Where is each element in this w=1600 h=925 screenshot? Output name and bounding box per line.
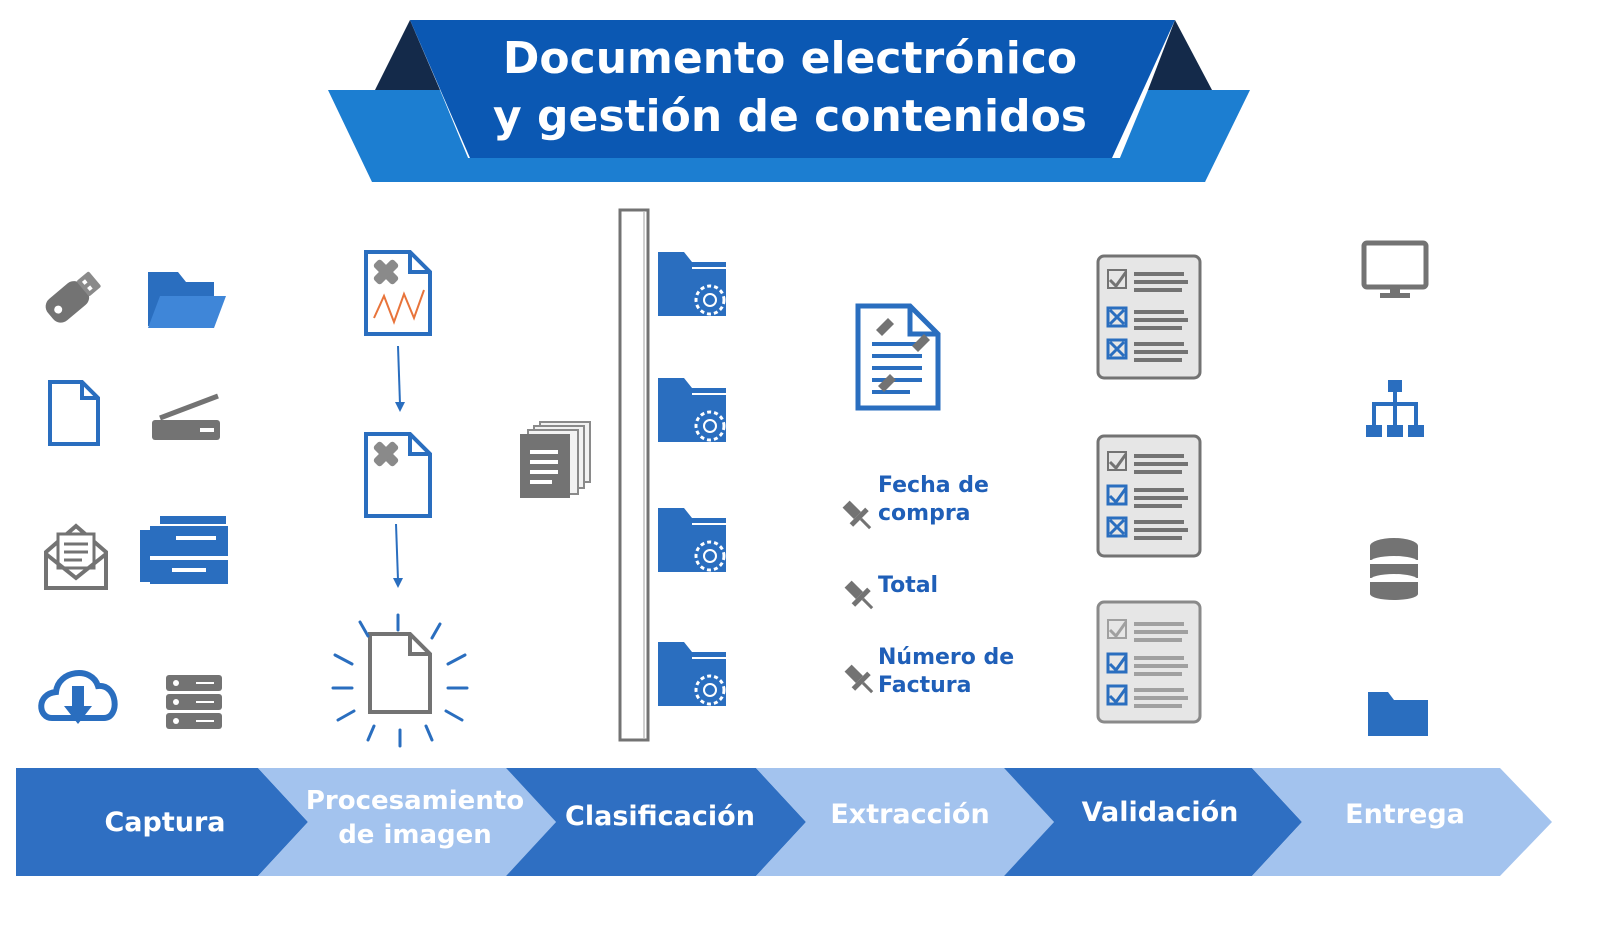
server-icon	[166, 675, 222, 729]
folder-gear-icon	[658, 642, 726, 706]
stage-clasificacion	[506, 768, 806, 876]
pushpin-icon	[842, 500, 872, 530]
stage-label-clasificacion: Clasificación	[565, 801, 755, 832]
checklist-icon	[1096, 600, 1202, 724]
stage-entrega	[1252, 768, 1552, 876]
stage-extraccion	[756, 768, 1054, 876]
database-icon	[1370, 538, 1418, 600]
process-bar	[16, 768, 1552, 876]
stage-procesamiento	[258, 768, 556, 876]
folder-gear-icon	[658, 508, 726, 572]
stage-label-procesamiento: Procesamiento de imagen	[305, 786, 525, 850]
document-stack-icon	[520, 421, 591, 498]
folder-gear-icon	[658, 252, 726, 316]
copier-icon	[140, 516, 228, 584]
pushpin-icon	[844, 664, 874, 694]
stage-validacion	[1004, 768, 1302, 876]
stage-label-extraccion: Extracción	[830, 799, 990, 830]
hierarchy-icon	[1366, 380, 1424, 437]
folder-gear-icon	[658, 378, 726, 442]
down-arrow-icon	[395, 345, 405, 412]
title-banner	[328, 20, 1250, 182]
stage-label-captura: Captura	[104, 807, 226, 838]
cloud-download-icon	[38, 670, 118, 724]
checklist-icon	[1096, 434, 1202, 558]
pushpin-icon	[844, 580, 874, 610]
field-numero-de-factura: Número de Factura	[878, 645, 1015, 698]
folder-icon	[1368, 692, 1428, 736]
checklist-icon	[1096, 254, 1202, 380]
stage-label-entrega: Entrega	[1345, 799, 1465, 830]
down-arrow-icon	[393, 523, 403, 588]
document-icon	[48, 380, 100, 446]
stage-label-validacion: Validación	[1081, 797, 1239, 828]
patched-document-icon	[364, 432, 432, 518]
page-title: Documento electrónico y gestión de conte…	[440, 30, 1140, 146]
title-line-2: y gestión de contenidos	[493, 91, 1087, 142]
usb-drive-icon	[45, 271, 101, 323]
title-line-1: Documento electrónico	[502, 33, 1078, 84]
email-icon	[44, 523, 108, 590]
scanner-icon	[152, 393, 220, 440]
sorting-bar	[618, 208, 650, 742]
stage-captura	[16, 768, 308, 876]
folder-open-icon	[148, 272, 226, 328]
field-fecha-de-compra: Fecha de compra	[878, 473, 989, 526]
damaged-document-icon	[364, 250, 432, 336]
pinned-document-icon	[855, 303, 941, 411]
monitor-icon	[1361, 240, 1429, 298]
field-total: Total	[878, 573, 939, 598]
clean-document-icon	[331, 613, 469, 748]
